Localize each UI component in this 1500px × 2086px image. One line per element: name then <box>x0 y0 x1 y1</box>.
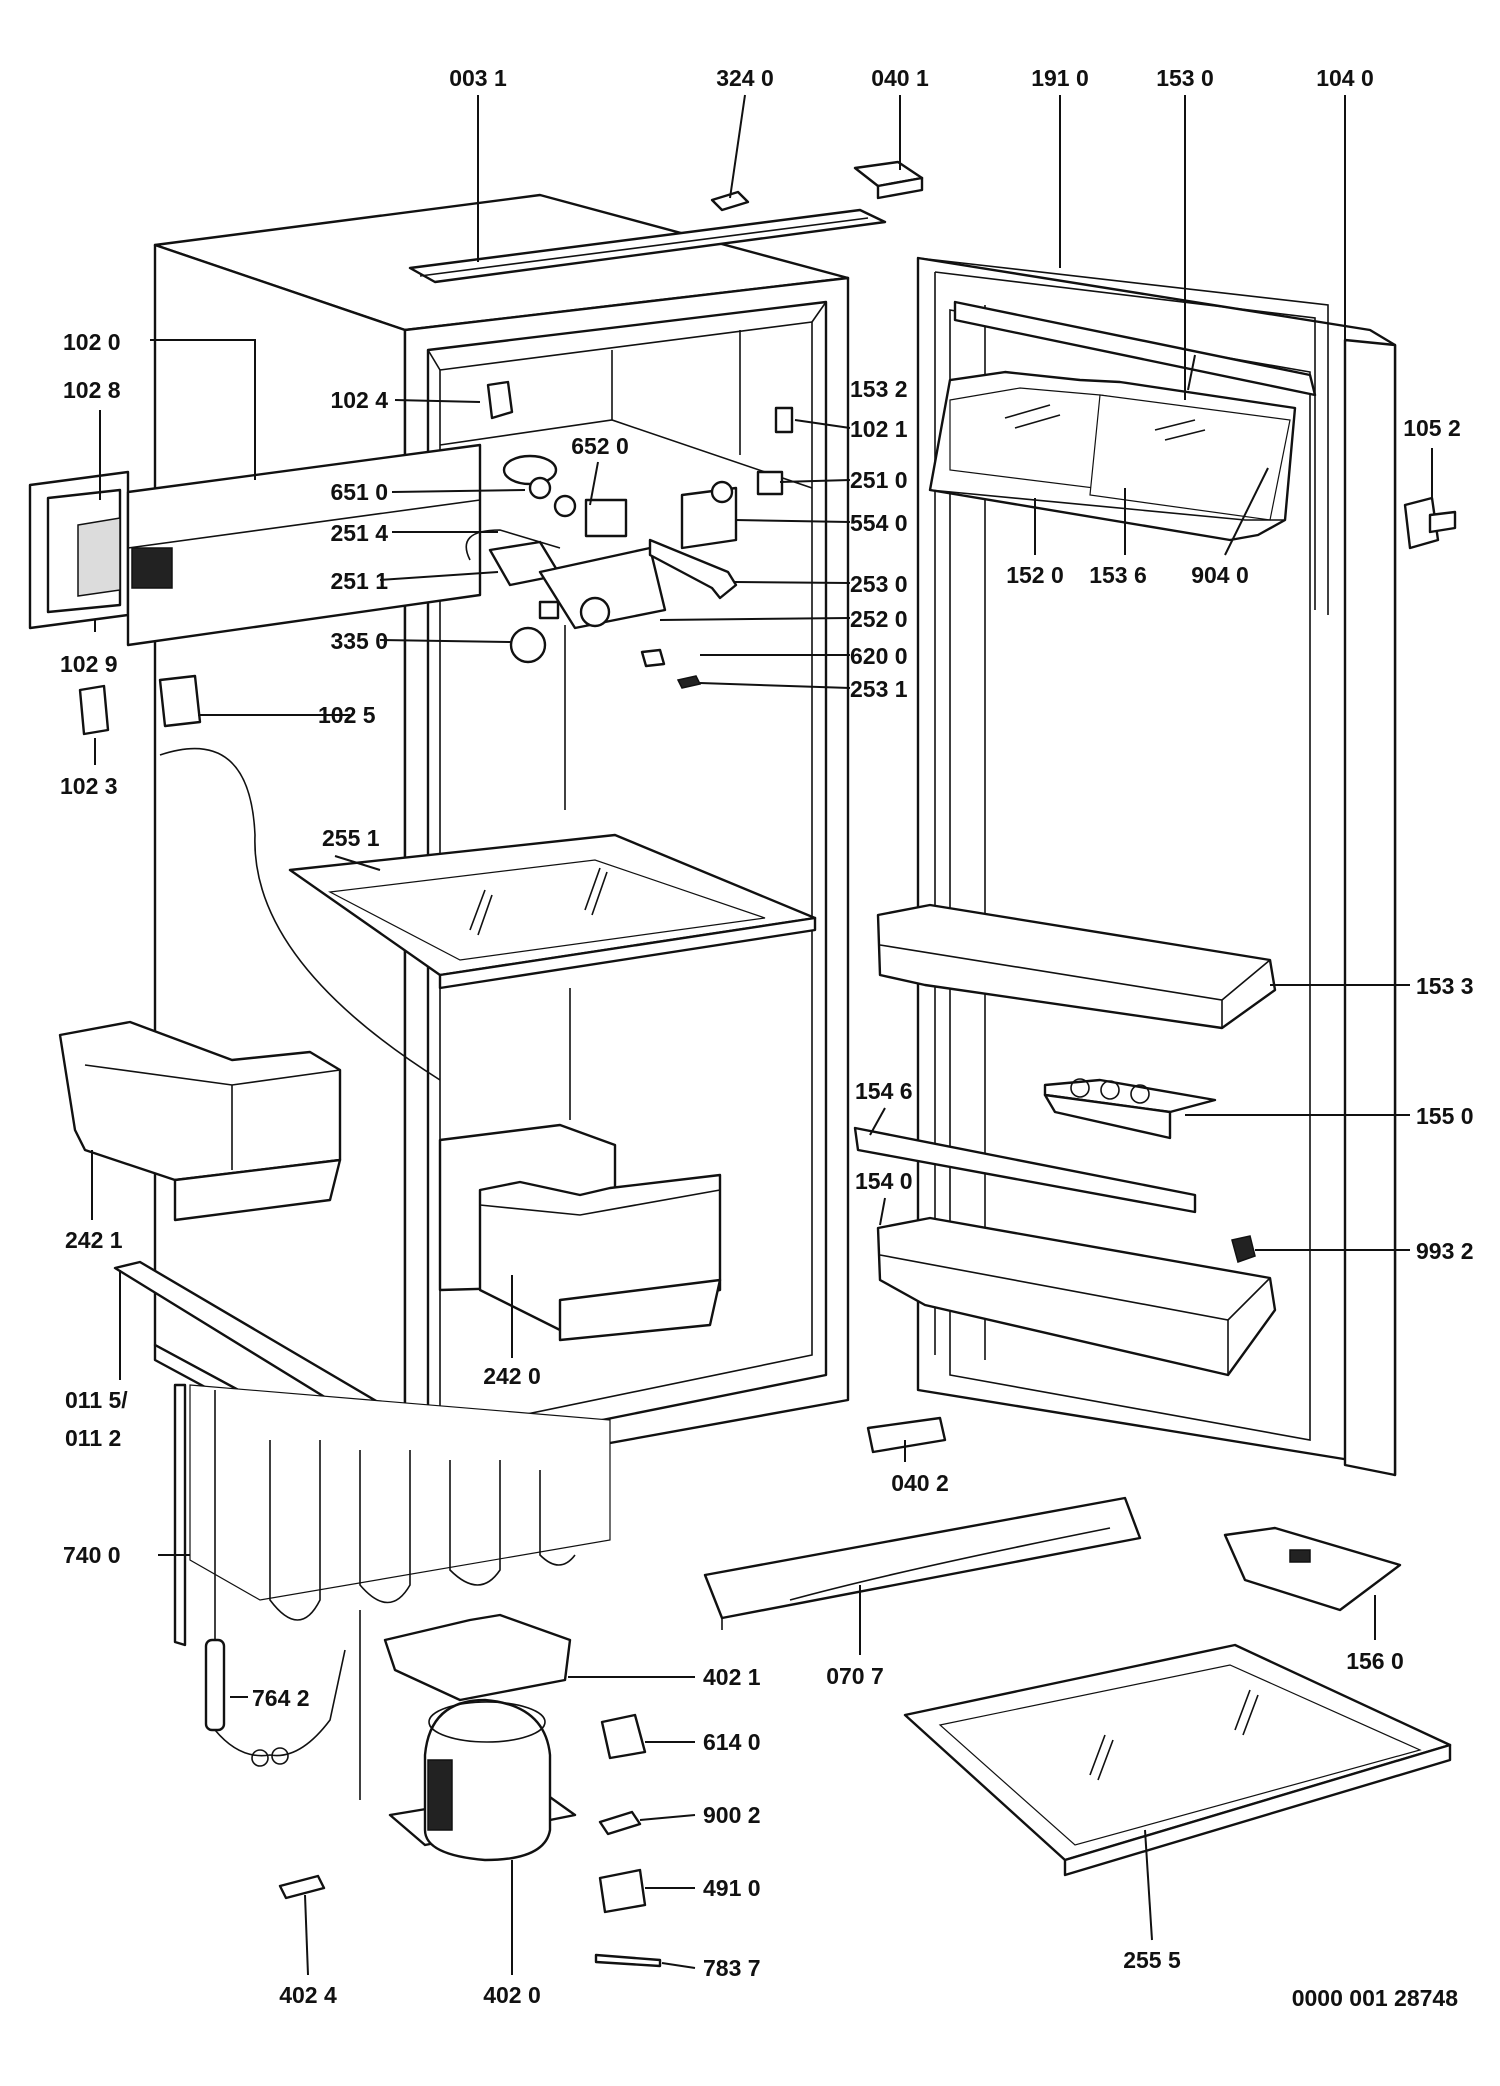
part-label-1024[interactable]: 102 4 <box>330 387 388 413</box>
part-label-7837[interactable]: 783 7 <box>703 1955 761 1981</box>
thermostat-assembly <box>465 454 738 810</box>
part-label-0707[interactable]: 070 7 <box>826 1663 884 1689</box>
top-trim-strip <box>408 208 887 284</box>
control-panel-assembly <box>28 443 482 647</box>
kick-plate <box>703 1496 1142 1630</box>
part-label-1546[interactable]: 154 6 <box>855 1078 913 1104</box>
dairy-compartment <box>928 300 1317 542</box>
part-label-4020[interactable]: 402 0 <box>483 1982 541 2008</box>
door-shelf-upper <box>876 903 1277 1030</box>
part-label-7642[interactable]: 764 2 <box>252 1685 310 1711</box>
part-label-2555[interactable]: 255 5 <box>1123 1947 1181 1973</box>
compressor <box>388 1698 577 1862</box>
crisper-drawer-2420 <box>438 1123 722 1342</box>
part-label-4024[interactable]: 402 4 <box>279 1982 337 2008</box>
part-label-6200[interactable]: 620 0 <box>850 643 908 669</box>
part-label-1530[interactable]: 153 0 <box>1156 65 1214 91</box>
part-label-2531[interactable]: 253 1 <box>850 676 908 702</box>
door-hinge-1052 <box>1403 496 1457 550</box>
part-label-2530[interactable]: 253 0 <box>850 571 908 597</box>
egg-tray <box>1043 1078 1217 1140</box>
bottle-guard <box>853 1126 1197 1214</box>
compressor-mount <box>383 1613 572 1702</box>
clip-9002 <box>598 1810 642 1836</box>
leader-lines <box>91 94 1433 1976</box>
pin-7837 <box>594 1953 662 1968</box>
ice-tray <box>1223 1526 1402 1612</box>
part-label-2520[interactable]: 252 0 <box>850 606 908 632</box>
part-label-6140[interactable]: 614 0 <box>703 1729 761 1755</box>
part-label-1550[interactable]: 155 0 <box>1416 1103 1474 1129</box>
figure-id: 0000 001 28748 <box>1292 1985 1458 2011</box>
part-label-4021[interactable]: 402 1 <box>703 1664 761 1690</box>
part-label-1020[interactable]: 102 0 <box>63 329 121 355</box>
part-label-2551[interactable]: 255 1 <box>322 825 380 851</box>
connector-2510 <box>756 470 784 496</box>
part-label-0031[interactable]: 003 1 <box>449 65 507 91</box>
top-clip-3240 <box>710 190 750 212</box>
capillary-dryer <box>204 1390 346 1767</box>
part-label-9040[interactable]: 904 0 <box>1191 562 1249 588</box>
light-cover-1024 <box>486 380 514 420</box>
part-label-1025[interactable]: 102 5 <box>318 702 376 728</box>
part-label-1910[interactable]: 191 0 <box>1031 65 1089 91</box>
part-labels: 003 1 324 0 040 1 191 0 153 0 104 0 102 … <box>60 65 1474 2011</box>
capacitor-4910 <box>598 1868 647 1914</box>
handle-clip-9932 <box>1231 1235 1256 1263</box>
part-label-0401[interactable]: 040 1 <box>871 65 929 91</box>
condenser-coil <box>173 1383 611 1647</box>
part-label-1023[interactable]: 102 3 <box>60 773 118 799</box>
part-label-3350[interactable]: 335 0 <box>330 628 388 654</box>
part-label-5540[interactable]: 554 0 <box>850 510 908 536</box>
part-label-2511[interactable]: 251 1 <box>330 568 388 594</box>
relay-6140 <box>600 1713 647 1760</box>
part-label-0115[interactable]: 011 5/ <box>65 1387 128 1413</box>
wiring-loop <box>159 747 441 1081</box>
part-label-3240[interactable]: 324 0 <box>716 65 774 91</box>
clip-1023 <box>78 684 110 736</box>
glass-shelf-lower <box>903 1643 1452 1877</box>
part-label-2420[interactable]: 242 0 <box>483 1363 541 1389</box>
part-label-2514[interactable]: 251 4 <box>330 520 388 546</box>
part-label-1532[interactable]: 153 2 <box>850 376 908 402</box>
part-label-1520[interactable]: 152 0 <box>1006 562 1064 588</box>
small-part-1021 <box>774 406 794 434</box>
part-label-9002[interactable]: 900 2 <box>703 1802 761 1828</box>
part-label-1533[interactable]: 153 3 <box>1416 973 1474 999</box>
part-label-6510[interactable]: 651 0 <box>330 479 388 505</box>
part-label-1028[interactable]: 102 8 <box>63 377 121 403</box>
part-label-1540[interactable]: 154 0 <box>855 1168 913 1194</box>
part-label-6520[interactable]: 652 0 <box>571 433 629 459</box>
glass-shelf-upper <box>288 833 817 990</box>
part-label-9932[interactable]: 993 2 <box>1416 1238 1474 1264</box>
part-label-2510[interactable]: 251 0 <box>850 467 908 493</box>
part-label-1029[interactable]: 102 9 <box>60 651 118 677</box>
part-label-1536[interactable]: 153 6 <box>1089 562 1147 588</box>
part-label-7400[interactable]: 740 0 <box>63 1542 121 1568</box>
door-shelf-lower <box>876 1216 1277 1377</box>
part-label-0402[interactable]: 040 2 <box>891 1470 949 1496</box>
bottom-hinge-0402 <box>866 1416 947 1454</box>
clip-4024 <box>278 1874 326 1900</box>
part-label-1052[interactable]: 105 2 <box>1403 415 1461 441</box>
crisper-drawer-2421 <box>58 1020 342 1222</box>
part-label-1560[interactable]: 156 0 <box>1346 1648 1404 1674</box>
part-label-1021[interactable]: 102 1 <box>850 416 908 442</box>
part-label-4910[interactable]: 491 0 <box>703 1875 761 1901</box>
switch-1025 <box>158 674 202 728</box>
part-label-0112[interactable]: 011 2 <box>65 1425 121 1451</box>
part-label-1040[interactable]: 104 0 <box>1316 65 1374 91</box>
part-label-2421[interactable]: 242 1 <box>65 1227 123 1253</box>
top-hinge-0401 <box>853 160 924 200</box>
